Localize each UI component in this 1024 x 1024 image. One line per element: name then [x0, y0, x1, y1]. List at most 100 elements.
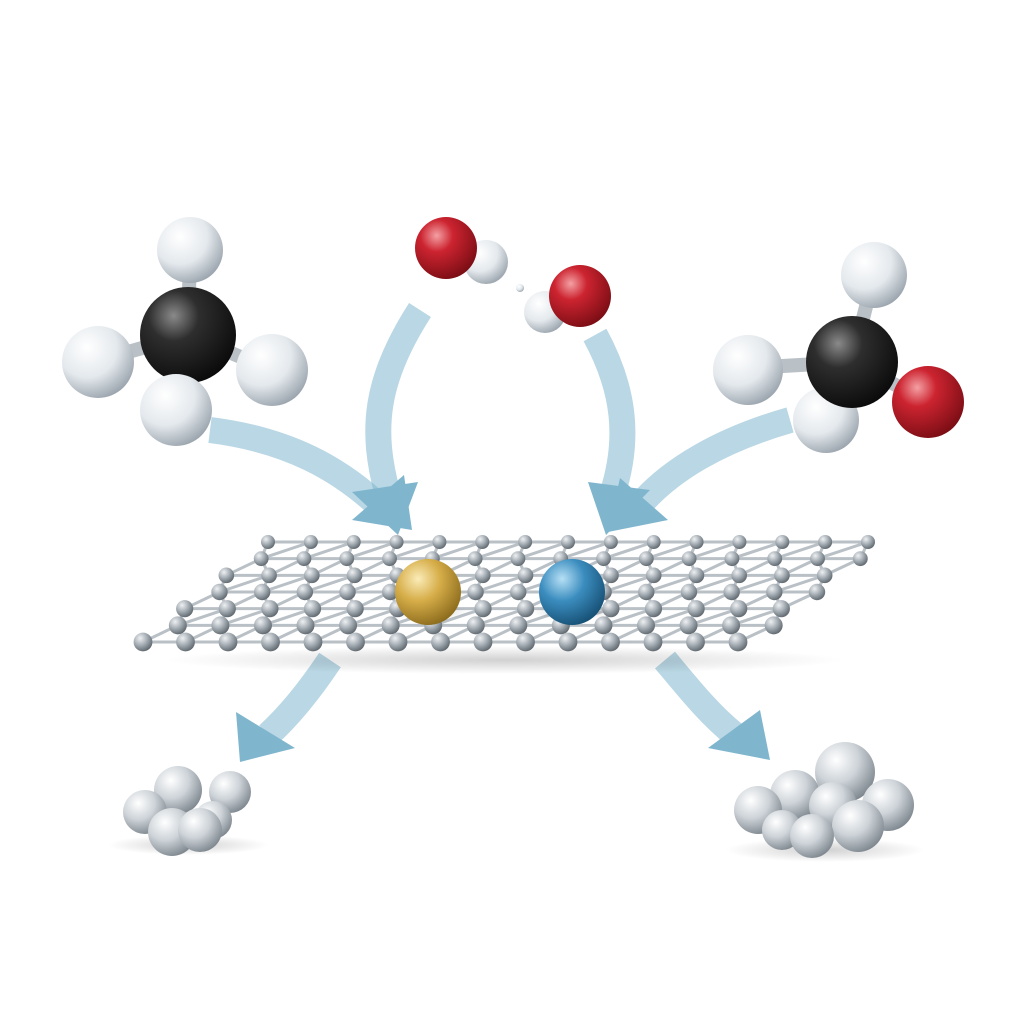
- lattice-atom: [168, 616, 187, 635]
- lattice-atom: [474, 567, 491, 584]
- lattice-atom: [346, 567, 363, 584]
- lattice-atom: [852, 551, 868, 567]
- arrow-right-product: [655, 651, 770, 760]
- lattice-atom: [389, 535, 404, 549]
- lattice-bond: [388, 540, 441, 561]
- lattice-bond: [218, 573, 271, 594]
- gold-dopant-atom: [395, 559, 461, 625]
- lattice-atom: [808, 583, 826, 601]
- lattice-atom: [176, 632, 195, 652]
- reactant-molecules: [62, 217, 964, 453]
- methane-molecule: [62, 217, 308, 446]
- lattice-bond: [816, 540, 870, 561]
- lattice-atom: [303, 535, 318, 549]
- lattice-bond: [345, 540, 399, 561]
- arrow-water-left-head: [352, 482, 418, 535]
- lattice-atom: [689, 535, 704, 549]
- lattice-atom: [687, 600, 705, 618]
- lattice-bonds: [141, 540, 870, 674]
- hexagonal-lattice-substrate: [133, 535, 875, 674]
- lattice-atom: [774, 567, 790, 584]
- lattice-bond: [260, 573, 314, 594]
- lattice-atom: [466, 616, 485, 635]
- lattice-atom: [296, 583, 314, 601]
- lattice-bond: [644, 573, 698, 594]
- lattice-atom: [723, 583, 740, 601]
- lattice-atom: [339, 583, 356, 601]
- hydrogen-atom: [713, 335, 783, 405]
- cluster-atom: [178, 808, 222, 852]
- lattice-bond: [687, 573, 741, 594]
- lattice-atom: [473, 632, 493, 652]
- lattice-atom: [596, 551, 611, 567]
- lattice-atom: [218, 632, 238, 652]
- lattice-atom: [303, 632, 323, 652]
- cluster-atom: [790, 814, 834, 858]
- cluster-atom: [770, 770, 820, 820]
- lattice-atom: [382, 551, 397, 567]
- arrow-left-product: [236, 652, 341, 762]
- carbon-atom: [806, 316, 898, 408]
- lattice-bond: [302, 540, 356, 561]
- oxygen-atom: [415, 217, 477, 279]
- lattice-atom: [510, 583, 527, 601]
- left-product-cluster: [108, 766, 268, 856]
- carbonyl-molecule: [713, 242, 964, 453]
- lattice-bond: [346, 573, 399, 594]
- arrow-methane-shaft: [208, 417, 387, 515]
- oxygen-atom: [892, 366, 964, 438]
- lattice-atom: [730, 600, 748, 618]
- lattice-atom: [603, 535, 618, 549]
- lattice-atom: [643, 632, 663, 652]
- lattice-bond: [772, 573, 827, 594]
- lattice-atom: [731, 567, 747, 584]
- lattice-atom: [346, 600, 364, 618]
- lattice-atom: [775, 535, 790, 549]
- lattice-atom: [432, 535, 447, 549]
- hydrogen-atom: [140, 374, 212, 446]
- lattice-atom: [510, 551, 526, 567]
- lattice-atom: [431, 632, 450, 652]
- lattice-atom: [133, 632, 153, 652]
- lattice-atom: [253, 583, 271, 601]
- lattice-bond: [303, 573, 357, 594]
- lattice-atom: [346, 535, 361, 549]
- arrow-right-product-head: [708, 710, 770, 760]
- lattice-atom: [728, 632, 748, 652]
- right-product-cluster: [725, 742, 925, 862]
- lattice-bond: [430, 540, 484, 561]
- lattice-bond: [730, 573, 784, 594]
- hydrogen-atom: [236, 334, 308, 406]
- lattice-bond: [474, 573, 527, 594]
- arrow-carbonyl: [608, 407, 794, 532]
- lattice-atom: [176, 600, 194, 618]
- lattice-atom: [211, 583, 228, 601]
- arrow-carbonyl-head: [608, 478, 668, 532]
- lattice-atom: [211, 616, 230, 635]
- lattice-atom: [475, 535, 490, 549]
- lattice-atom: [381, 616, 400, 635]
- lattice-atom: [304, 567, 320, 584]
- lattice-atom: [818, 535, 833, 549]
- lattice-atom: [810, 551, 825, 567]
- carbon-atom: [140, 287, 236, 383]
- lattice-atom: [601, 632, 620, 652]
- lattice-atom: [638, 583, 655, 601]
- lattice-atom: [861, 535, 875, 549]
- arrow-left-product-head: [236, 712, 295, 762]
- lattice-atom: [594, 616, 613, 635]
- lattice-bond: [687, 540, 741, 561]
- arrow-water-left-shaft: [365, 302, 431, 499]
- lattice-atom: [382, 583, 399, 601]
- hydrogen-atom: [62, 326, 134, 398]
- lattice-bond: [644, 540, 699, 561]
- arrow-carbonyl-shaft: [630, 407, 794, 514]
- lattice-atom: [686, 632, 705, 652]
- lattice-atom: [644, 600, 663, 618]
- lattice-bond: [516, 540, 570, 561]
- lattice-atom: [261, 567, 277, 584]
- lattice-bond: [730, 540, 784, 561]
- lattice-atom: [732, 535, 747, 549]
- arrow-water-right-shaft: [583, 328, 636, 500]
